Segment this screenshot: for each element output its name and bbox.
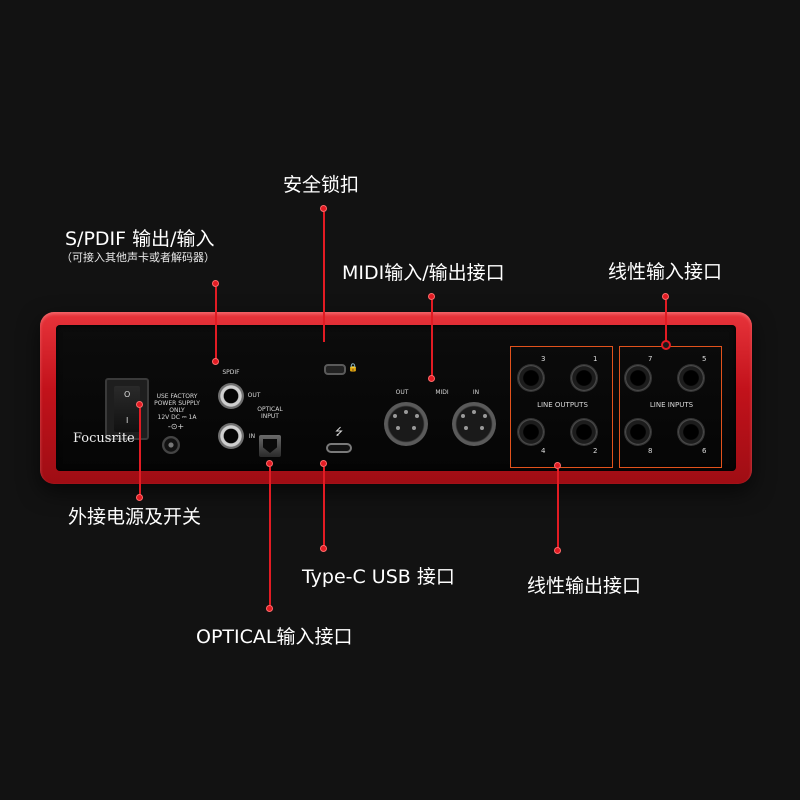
spdif-in-jack <box>218 423 244 449</box>
line-input-jack-7 <box>625 365 651 391</box>
callout-dot-lock <box>320 205 327 212</box>
optical-caption-line: OPTICAL <box>257 406 283 413</box>
line-input-number: 8 <box>648 447 653 455</box>
power-note-line: 12V DC ⎓ 1A <box>157 414 197 421</box>
rear-panel-face: O I USE FACTORY POWER SUPPLY ONLY 12V DC… <box>56 325 736 471</box>
midi-out-port <box>384 402 428 446</box>
line-output-number: 2 <box>593 447 598 455</box>
dc-power-jack <box>162 436 180 454</box>
callout-line-power <box>139 408 141 496</box>
line-output-jack-3 <box>518 365 544 391</box>
din-pin <box>472 410 476 414</box>
label-line-inputs: 线性输入接口 <box>608 261 723 283</box>
label-power: 外接电源及开关 <box>68 506 202 528</box>
optical-input-port <box>259 435 281 457</box>
din-pin <box>480 426 484 430</box>
line-input-number: 5 <box>702 355 707 363</box>
optical-caption-line: INPUT <box>261 413 279 420</box>
spdif-out-caption: OUT <box>247 392 261 399</box>
callout-line-line-outputs <box>557 469 559 549</box>
callout-dot-power <box>136 494 143 501</box>
callout-dot-line-outputs <box>554 547 561 554</box>
optical-caption: OPTICAL INPUT <box>252 406 288 420</box>
midi-in-port <box>452 402 496 446</box>
callout-dot-usb <box>320 545 327 552</box>
callout-end-usb <box>320 460 327 467</box>
din-pin <box>393 414 397 418</box>
line-outputs-caption: LINE OUTPUTS <box>537 401 588 409</box>
callout-dot-line-inputs <box>662 293 669 300</box>
din-pin <box>404 410 408 414</box>
din-pin <box>415 414 419 418</box>
midi-in-caption: IN <box>472 389 480 396</box>
callout-line-optical <box>269 467 271 607</box>
line-output-jack-4 <box>518 419 544 445</box>
power-note-line: ONLY <box>169 407 185 414</box>
power-rocker: O I <box>114 386 140 432</box>
midi-caption: MIDI <box>435 389 449 396</box>
line-inputs-group: 7 5 LINE INPUTS 8 6 <box>619 346 722 468</box>
label-midi-io: MIDI输入/输出接口 <box>342 262 505 284</box>
label-spdif-note: （可接入其他声卡或者解码器） <box>61 251 215 264</box>
dc-polarity-symbol: -⊙+ <box>167 422 185 431</box>
callout-line-spdif <box>215 287 217 359</box>
power-on-mark: I <box>126 416 129 425</box>
lock-icon: 🔒 <box>348 363 358 372</box>
power-note-line: USE FACTORY <box>156 393 198 400</box>
usb-c-port <box>326 443 352 453</box>
din-pin <box>461 414 465 418</box>
power-switch: O I <box>105 378 149 440</box>
din-pin <box>483 414 487 418</box>
callout-dot-optical <box>266 605 273 612</box>
spdif-caption: SPDIF <box>222 369 240 376</box>
line-input-jack-6 <box>678 419 704 445</box>
callout-end-line-inputs <box>661 340 671 350</box>
power-supply-note: USE FACTORY POWER SUPPLY ONLY 12V DC ⎓ 1… <box>147 393 207 421</box>
line-inputs-caption: LINE INPUTS <box>649 401 694 409</box>
label-spdif-io: S/PDIF 输出/输入 <box>65 228 215 250</box>
line-output-jack-2 <box>571 419 597 445</box>
usb-icon: ⭍ <box>334 427 344 438</box>
audio-interface-rear-panel: O I USE FACTORY POWER SUPPLY ONLY 12V DC… <box>40 312 752 484</box>
power-off-mark: O <box>124 390 131 399</box>
line-output-number: 4 <box>541 447 546 455</box>
label-optical: OPTICAL输入接口 <box>196 626 353 648</box>
midi-out-caption: OUT <box>395 389 409 396</box>
label-line-outputs: 线性输出接口 <box>527 575 642 597</box>
callout-end-spdif <box>212 358 219 365</box>
callout-end-power <box>136 401 143 408</box>
callout-end-line-outputs <box>554 462 561 469</box>
brand-logo: Focusrite <box>73 431 135 446</box>
line-input-jack-8 <box>625 419 651 445</box>
line-output-number: 3 <box>541 355 546 363</box>
line-input-number: 7 <box>648 355 653 363</box>
spdif-out-jack <box>218 383 244 409</box>
din-pin <box>412 426 416 430</box>
label-usb-c: Type-C USB 接口 <box>302 566 455 588</box>
callout-end-optical <box>266 460 273 467</box>
callout-dot-spdif <box>212 280 219 287</box>
callout-line-midi <box>431 300 433 376</box>
line-input-number: 6 <box>702 447 707 455</box>
din-pin <box>396 426 400 430</box>
line-output-jack-1 <box>571 365 597 391</box>
line-input-jack-5 <box>678 365 704 391</box>
security-lock-slot <box>324 364 346 375</box>
callout-dot-midi <box>428 293 435 300</box>
din-pin <box>464 426 468 430</box>
callout-end-midi <box>428 375 435 382</box>
power-note-line: POWER SUPPLY <box>154 400 200 407</box>
line-output-number: 1 <box>593 355 598 363</box>
callout-line-line-inputs <box>665 300 667 344</box>
spdif-in-caption: IN <box>248 433 256 440</box>
label-security-lock: 安全锁扣 <box>283 174 360 196</box>
line-outputs-group: 3 1 LINE OUTPUTS 4 2 <box>510 346 613 468</box>
callout-line-lock <box>323 212 325 342</box>
callout-line-usb <box>323 467 325 547</box>
